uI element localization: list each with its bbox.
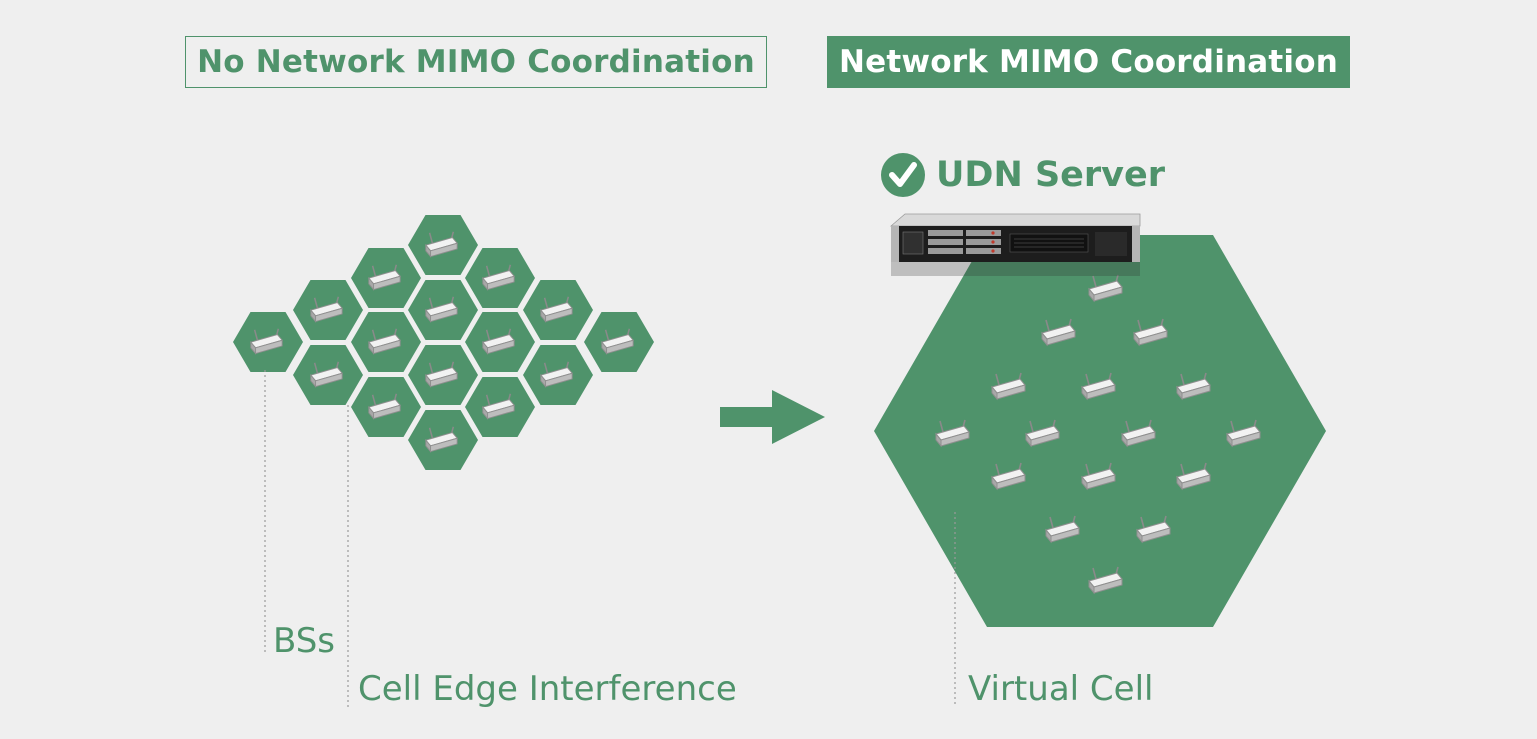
- small-cell: [408, 345, 478, 405]
- label-virtual-cell: Virtual Cell: [968, 669, 1154, 709]
- small-cell-grid: [233, 215, 654, 470]
- small-cell: [465, 248, 535, 308]
- small-cell: [293, 345, 363, 405]
- virtual-cell-hexagon: [874, 235, 1326, 627]
- small-cell: [465, 377, 535, 437]
- small-cell: [523, 280, 593, 340]
- title-coordination: Network MIMO Coordination: [827, 36, 1350, 88]
- small-cell: [408, 280, 478, 340]
- server-label-text: UDN Server: [936, 155, 1165, 195]
- server-icon: [889, 213, 1141, 276]
- arrow-right-icon: [720, 390, 825, 444]
- small-cell: [351, 248, 421, 308]
- small-cell: [351, 312, 421, 372]
- small-cell: [233, 312, 303, 372]
- label-bss: BSs: [273, 621, 336, 661]
- small-cell: [584, 312, 654, 372]
- title-no-coordination: No Network MIMO Coordination: [185, 36, 767, 88]
- small-cell: [293, 280, 363, 340]
- small-cell: [523, 345, 593, 405]
- small-cell: [408, 215, 478, 275]
- udn-server-label: UDN Server: [880, 152, 1165, 198]
- label-cell-edge-interference: Cell Edge Interference: [358, 669, 737, 709]
- small-cell: [408, 410, 478, 470]
- small-cell: [351, 377, 421, 437]
- check-circle-icon: [881, 153, 925, 197]
- small-cell: [465, 312, 535, 372]
